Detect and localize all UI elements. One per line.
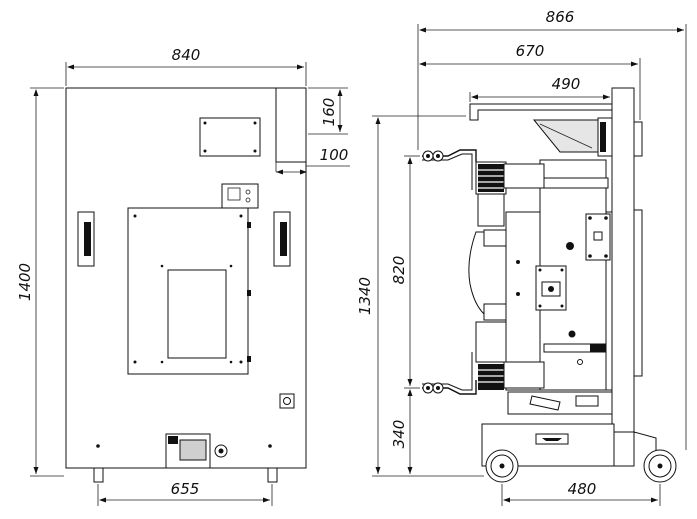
dim-side-bottom-span: 480: [568, 480, 597, 498]
front-dimensions: 840 1400 160 100 655: [16, 46, 350, 506]
dim-side-height: 1340: [356, 277, 374, 315]
earth-terminal-icon: [279, 393, 295, 409]
front-foot-right: [267, 467, 278, 483]
top-pole: [475, 161, 545, 227]
dim-side-total-width: 866: [546, 8, 575, 26]
upper-contact-icon: [422, 150, 444, 162]
side-view: [422, 87, 677, 483]
dim-front-side-offset: 100: [320, 146, 349, 164]
front-view: [65, 87, 307, 483]
right-handle-icon: [273, 211, 291, 267]
dim-front-bottom-span: 655: [171, 480, 200, 498]
right-wheel-icon: [643, 449, 677, 483]
dim-front-height: 1400: [16, 263, 34, 301]
dim-front-top-offset: 160: [320, 98, 338, 127]
truck-carriage: [481, 423, 677, 483]
dim-side-upper-span: 820: [390, 256, 408, 285]
dim-side-lower-span: 340: [390, 420, 408, 449]
front-foot-left: [93, 467, 104, 483]
upper-nameplate: [199, 117, 261, 157]
dim-side-mid-width: 670: [516, 42, 545, 60]
left-handle-icon: [77, 211, 95, 267]
left-wheel-icon: [485, 449, 519, 483]
lower-contact-icon: [422, 382, 444, 394]
bottom-pole: [475, 321, 545, 390]
bottom-mechanism: [165, 433, 228, 469]
side-rear-frame: [611, 87, 635, 467]
top-arm: [469, 103, 613, 121]
dim-front-width: 840: [172, 46, 201, 64]
viewing-window: [167, 269, 227, 359]
dim-side-arm-width: 490: [552, 75, 581, 93]
side-dimensions: 866 670 490 1340 820 340 480: [356, 8, 687, 506]
